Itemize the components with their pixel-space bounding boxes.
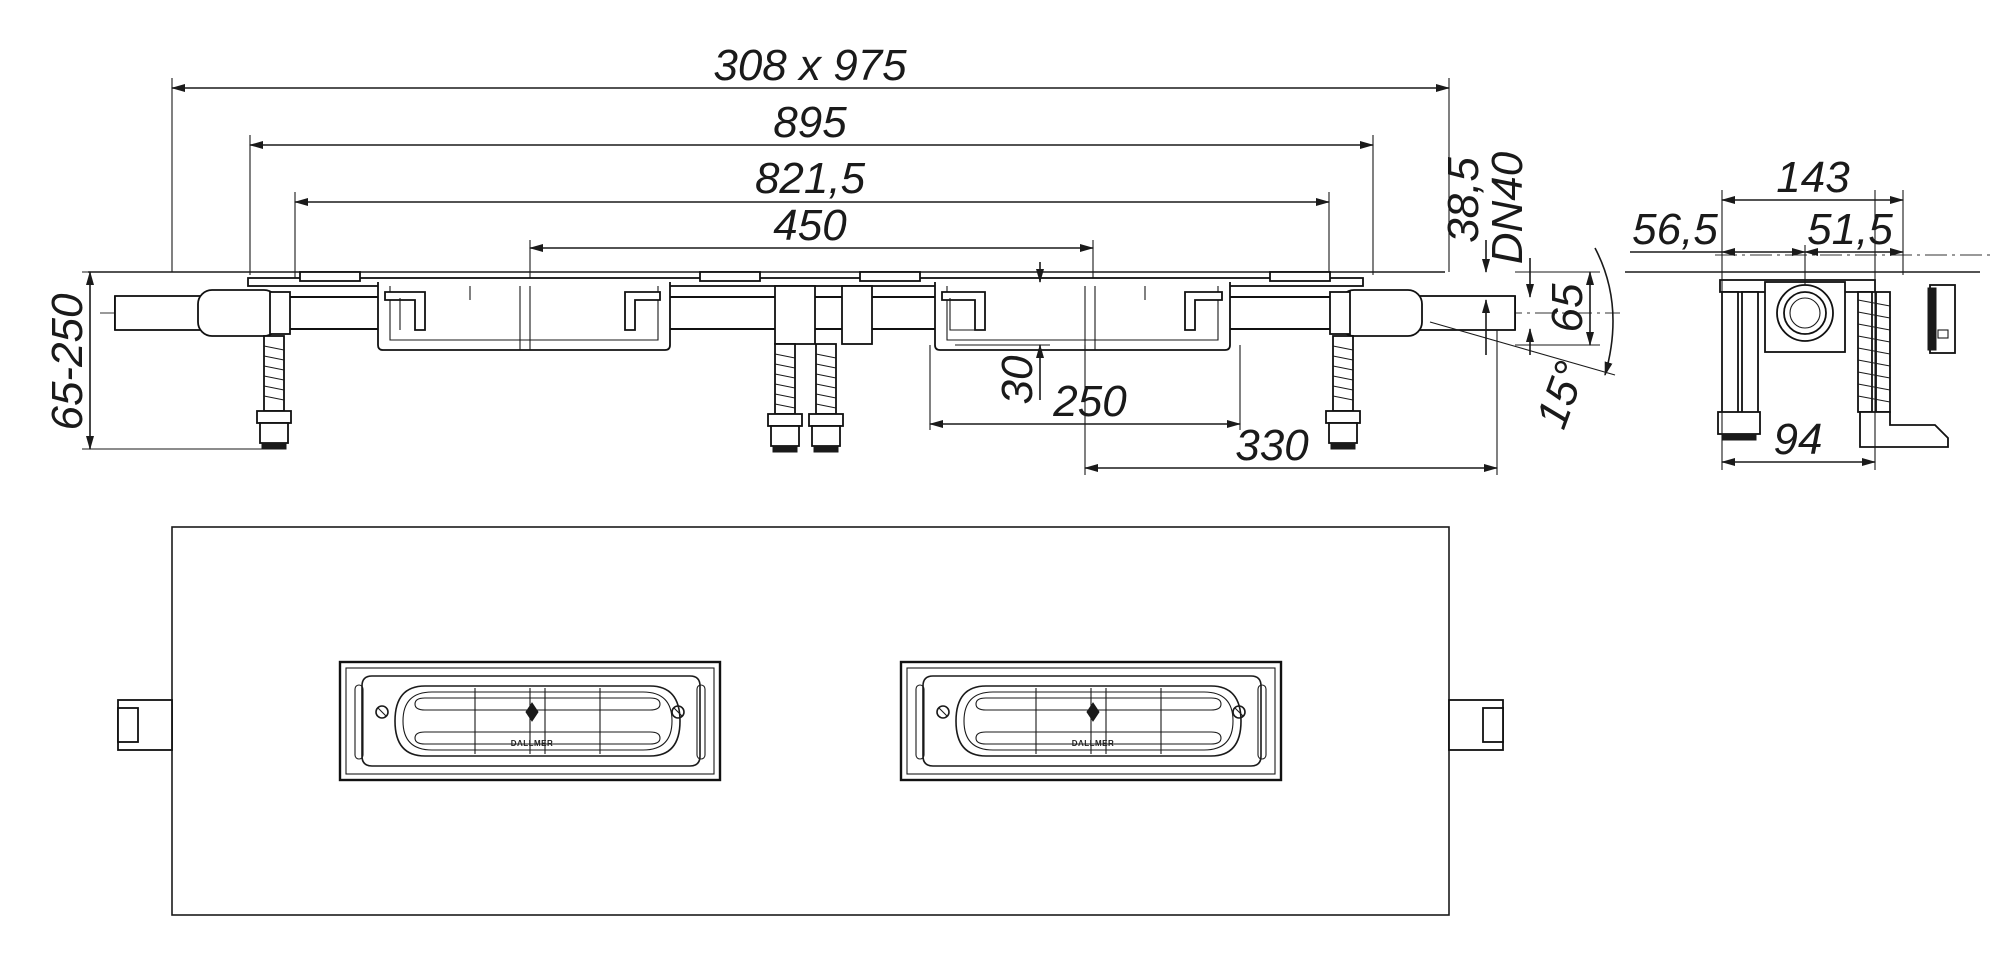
support-leg-right [1857,291,1873,413]
channel-body-left [377,282,671,351]
adjustable-foot [256,335,292,450]
rim-clip [859,271,921,282]
plan-view: DALLMER DALLMER [117,526,1504,916]
angle-label: 15° [1527,355,1596,434]
rim-clip [1269,271,1331,282]
foot-left [1717,411,1761,435]
outlet-pipe-bore [1789,297,1821,329]
foot-bracket-right [1859,411,1949,448]
dim-dn40-label: DN40 [1483,151,1532,264]
pipe-joint-mid [774,285,816,345]
adjustable-foot [1325,335,1361,450]
adjustable-foot [808,343,844,453]
pipe-stub-right-end [1482,707,1504,743]
dim-143-label: 143 [1776,153,1850,202]
side-clamp-edge [1927,287,1937,351]
angle-line [1429,321,1616,376]
dim-250-label: 250 [1052,377,1127,426]
dim-895-label: 895 [773,98,847,147]
angle-arc [1594,247,1614,376]
dim-450-label: 450 [773,201,847,250]
rim-clip [299,271,361,282]
dim-330-label: 330 [1235,421,1309,470]
coupling-left [197,289,279,337]
dim-94-label: 94 [1774,415,1823,464]
support-leg-left [1741,291,1759,433]
brand-label-right: DALLMER [1072,739,1115,748]
coupling-ring [269,291,291,335]
trap-detail [949,298,985,331]
dim-65-250-label: 65-250 [43,293,92,431]
brand-label-left: DALLMER [511,739,554,748]
drain-grate-right: DALLMER [899,660,1283,782]
clamp-screw [1937,329,1949,339]
dim-51-5-label: 51,5 [1807,205,1893,254]
side-elevation-view: 308 x 975 895 821,5 450 [43,41,1620,475]
drain-grate-left: DALLMER [338,660,722,782]
thread-detail [1857,299,1891,403]
foot-base [1721,433,1757,441]
channel-body-right [934,282,1231,351]
rim-clip [699,271,761,282]
adjustable-foot [767,343,803,453]
support-leg-left [1721,291,1739,433]
dim-38-5-label: 38,5 [1439,157,1488,243]
dim-821-label: 821,5 [755,154,866,203]
pipe-joint-mid [841,285,873,345]
pipe-stub-left-end [117,707,139,743]
coupling-right [1339,289,1423,337]
dim-30-label: 30 [993,355,1042,404]
end-view: 143 56,5 51,5 94 [1625,153,1990,470]
pipe-end-right [1409,295,1516,331]
dim-65-label: 65 [1543,283,1592,332]
dim-56-5-label: 56,5 [1632,205,1718,254]
dim-overall-label: 308 x 975 [713,41,907,90]
coupling-ring [1329,291,1351,335]
